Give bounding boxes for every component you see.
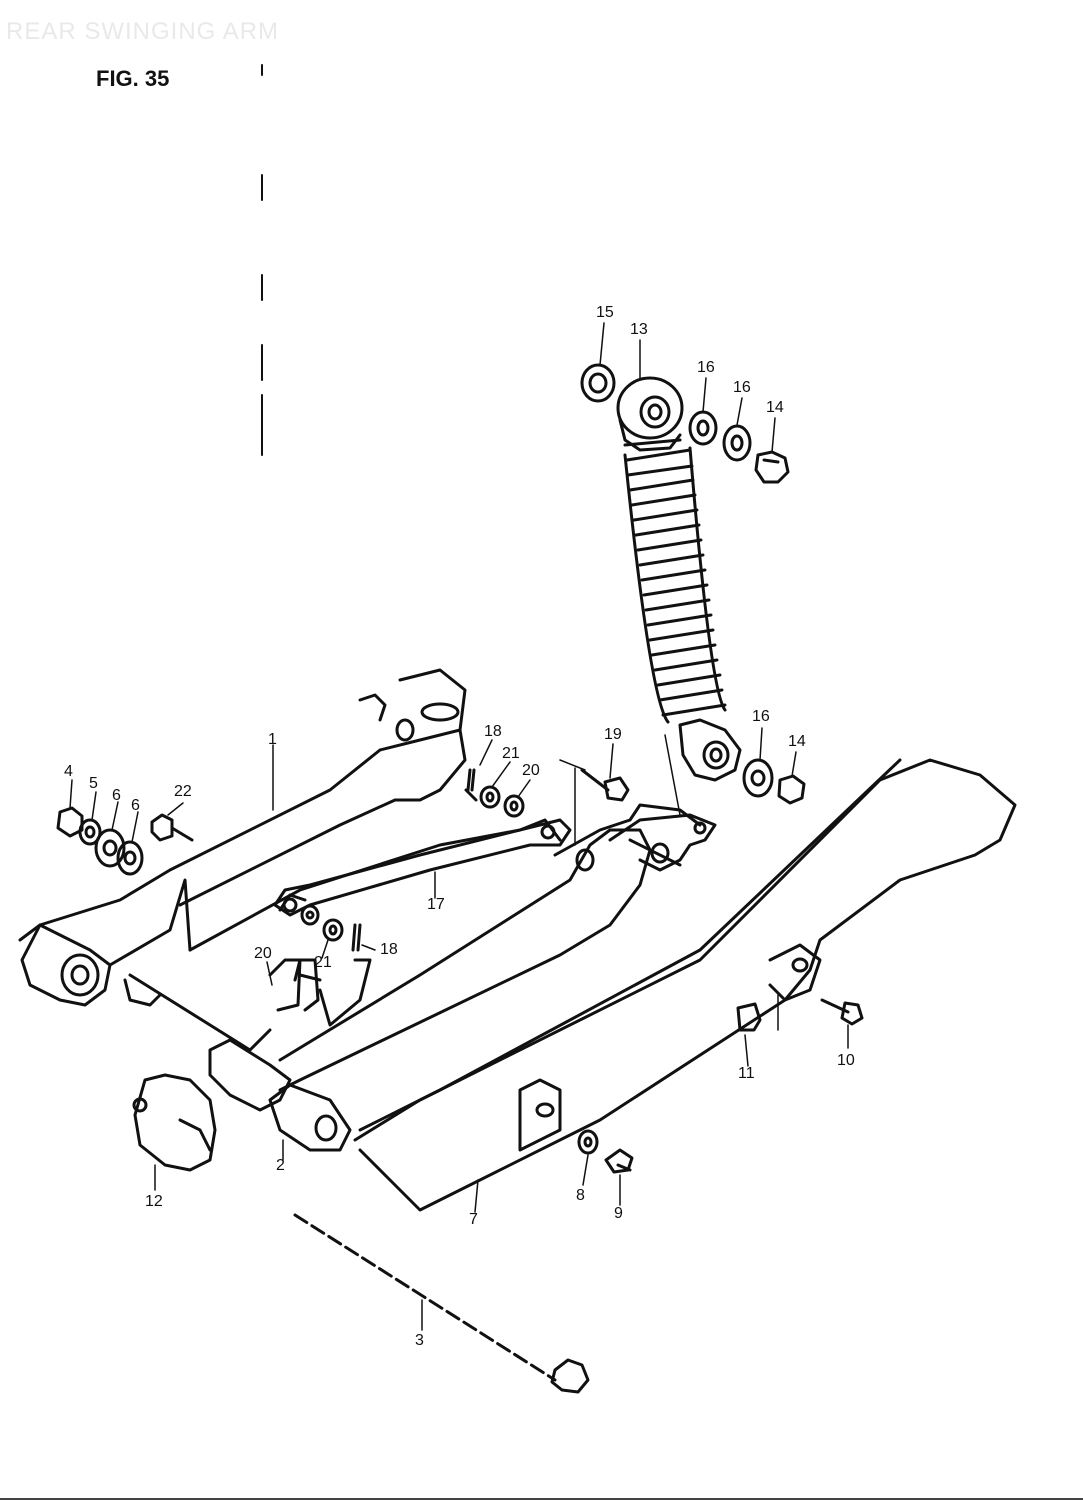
- cotter-pin-18-lower: [351, 923, 362, 952]
- lower-bracket: [268, 958, 322, 1012]
- callout-4: 4: [64, 763, 73, 780]
- callout-17: 17: [427, 896, 445, 913]
- washer-15: [580, 363, 616, 403]
- page-border: [0, 1498, 1083, 1500]
- pivot-shaft: [293, 1213, 590, 1394]
- washer-16-upper-a: [688, 410, 718, 446]
- callout-18-upper: 18: [484, 723, 502, 740]
- nut-11: [736, 1002, 762, 1032]
- bolt-9: [604, 1148, 634, 1174]
- callout-16-upper-b: 16: [733, 379, 751, 396]
- callout-21-lower: 21: [314, 954, 332, 971]
- shock-absorber: [616, 376, 742, 782]
- callout-18-lower: 18: [380, 941, 398, 958]
- bolt-10: [820, 998, 864, 1026]
- right-arm-tube: [268, 803, 702, 1152]
- callout-12: 12: [145, 1193, 163, 1210]
- callout-7: 7: [469, 1211, 478, 1228]
- washer-6-a: [94, 828, 126, 868]
- washer-16-upper-b: [722, 424, 752, 462]
- callout-14-lower: 14: [788, 733, 806, 750]
- torque-bracket: [608, 813, 717, 872]
- washer-20-lower: [300, 904, 320, 926]
- callout-10: 10: [837, 1052, 855, 1069]
- bolt-22: [150, 813, 194, 842]
- swinging-arm-frame: [18, 668, 562, 1112]
- washer-8: [577, 1129, 599, 1155]
- nut-14-lower: [777, 774, 806, 805]
- callout-20-lower: 20: [254, 945, 272, 962]
- figure-label: FIG. 35: [96, 66, 170, 91]
- callout-15: 15: [596, 304, 614, 321]
- callout-2: 2: [276, 1157, 285, 1174]
- leader-lines: [69, 322, 849, 1331]
- callout-22: 22: [174, 783, 192, 800]
- callout-20-upper: 20: [522, 762, 540, 779]
- callout-16-lower: 16: [752, 708, 770, 725]
- nut-4: [56, 806, 84, 838]
- bracket-bolt: [628, 838, 682, 867]
- cotter-pin-18-upper: [464, 768, 478, 802]
- bolt-19: [580, 768, 630, 802]
- pivot-bushing: [132, 1073, 217, 1172]
- chain-case: [353, 758, 1017, 1212]
- callout-9: 9: [614, 1205, 623, 1222]
- callout-1: 1: [268, 731, 277, 748]
- callout-19: 19: [604, 726, 622, 743]
- callout-5: 5: [89, 775, 98, 792]
- callout-13: 13: [630, 321, 648, 338]
- nut-21-lower: [322, 918, 344, 942]
- nut-14-upper: [754, 450, 790, 484]
- callout-16-upper-a: 16: [697, 359, 715, 376]
- callout-8: 8: [576, 1187, 585, 1204]
- callout-6-a: 6: [112, 787, 121, 804]
- washer-16-lower: [742, 758, 774, 798]
- nut-21-upper: [479, 785, 501, 809]
- diagram-title: REAR SWINGING ARM: [6, 18, 280, 45]
- callout-3: 3: [415, 1332, 424, 1349]
- washer-6-b: [116, 840, 144, 876]
- callout-11: 11: [738, 1065, 755, 1082]
- callout-6-b: 6: [131, 797, 140, 814]
- callout-21-upper: 21: [502, 745, 520, 762]
- washer-5: [78, 818, 102, 846]
- callout-14-upper: 14: [766, 399, 784, 416]
- washer-20-upper: [503, 794, 525, 818]
